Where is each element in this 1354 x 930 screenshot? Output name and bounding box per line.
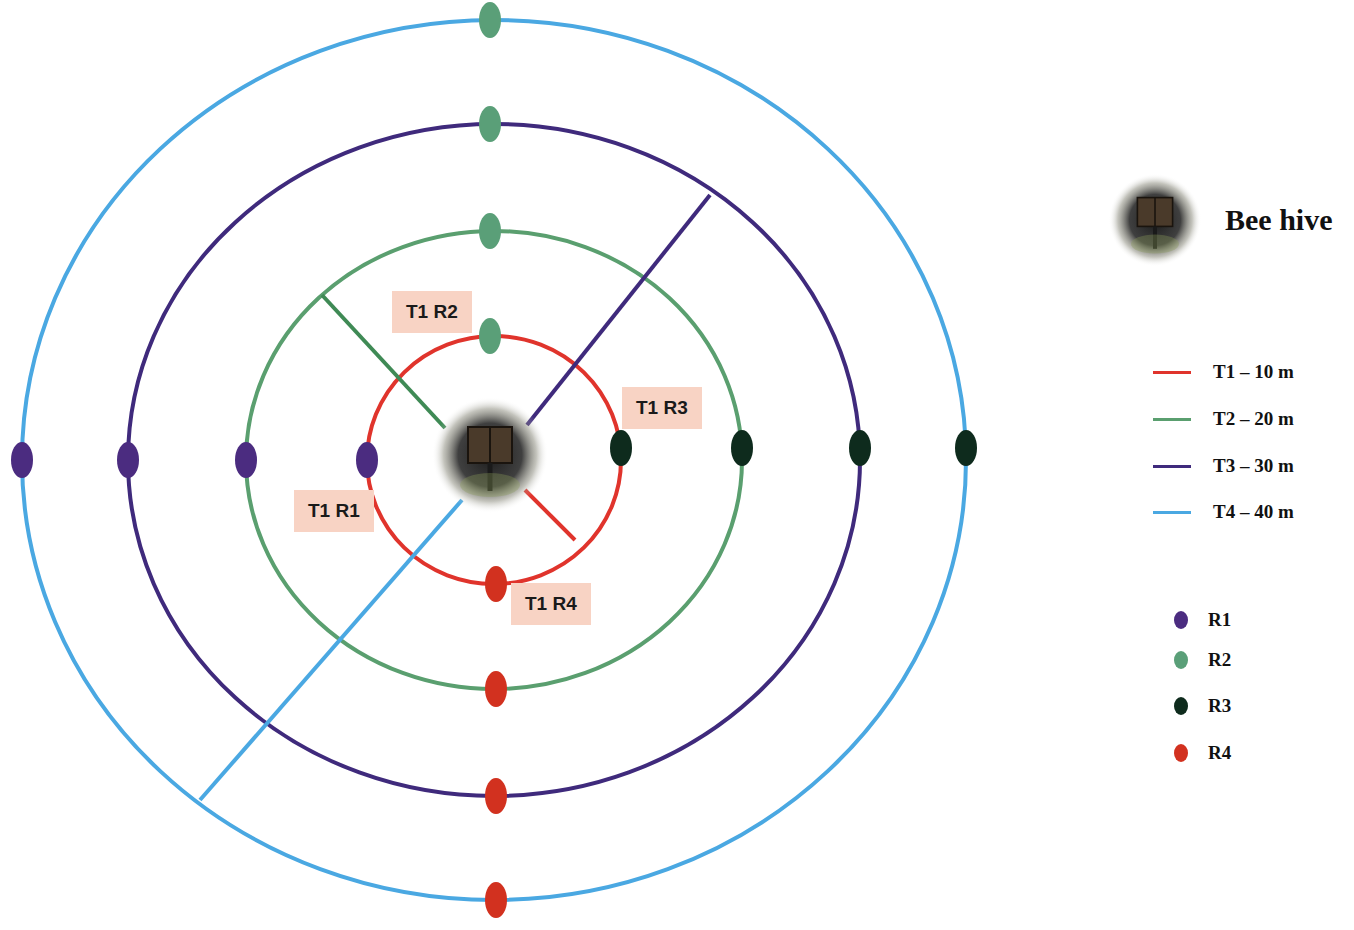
sampling-point xyxy=(479,318,501,354)
sampling-point xyxy=(479,2,501,38)
legend-dot-swatch xyxy=(1174,611,1188,629)
sampling-point xyxy=(485,778,507,814)
legend-label: T2 – 20 m xyxy=(1213,408,1294,430)
transect-line xyxy=(200,500,462,800)
label-box: T1 R1 xyxy=(294,490,374,532)
hive-box xyxy=(1137,198,1172,227)
sampling-point xyxy=(11,442,33,478)
hive-shadow xyxy=(432,397,548,513)
ring-replicate-label: T1 R3 xyxy=(636,397,688,419)
sampling-point xyxy=(485,882,507,918)
sampling-point xyxy=(485,566,507,602)
hive-box xyxy=(468,427,512,463)
sampling-point xyxy=(117,442,139,478)
legend-label: R3 xyxy=(1208,695,1231,717)
ring-10m xyxy=(367,336,621,584)
legend-label: Bee hive xyxy=(1225,203,1332,237)
ring-replicate-label: T1 R4 xyxy=(525,593,577,615)
sampling-point xyxy=(849,430,871,466)
ring-replicate-label: T1 R1 xyxy=(308,500,360,522)
hive-shadow xyxy=(1109,174,1202,267)
legend-dot-swatch xyxy=(1174,697,1188,715)
sampling-point xyxy=(610,430,632,466)
ring-40m xyxy=(22,20,966,900)
sampling-point xyxy=(235,442,257,478)
legend-label: T3 – 30 m xyxy=(1213,455,1294,477)
sampling-point xyxy=(731,430,753,466)
legend-dot-swatch xyxy=(1174,744,1188,762)
label-box: T1 R2 xyxy=(392,291,472,333)
hive-box-seam xyxy=(489,427,491,463)
legend-dot-swatch xyxy=(1174,651,1188,669)
ring-replicate-label: T1 R2 xyxy=(406,301,458,323)
label-box: T1 R3 xyxy=(622,387,702,429)
hive-ground xyxy=(460,473,520,497)
legend-label: R2 xyxy=(1208,649,1231,671)
legend-label: R4 xyxy=(1208,742,1231,764)
sampling-point xyxy=(479,106,501,142)
label-box: T1 R4 xyxy=(511,583,591,625)
legend-label: R1 xyxy=(1208,609,1231,631)
ring-30m xyxy=(128,124,860,796)
legend-line-sample xyxy=(1153,371,1191,374)
legend-hive-icon xyxy=(1109,174,1202,267)
sampling-point xyxy=(485,671,507,707)
hive-ground xyxy=(1131,234,1179,253)
hive-box-seam xyxy=(1154,198,1156,227)
legend-line-sample xyxy=(1153,465,1191,468)
sampling-point xyxy=(479,213,501,249)
legend-line-sample xyxy=(1153,511,1191,514)
sampling-point xyxy=(356,442,378,478)
transect-line xyxy=(525,490,575,540)
central-bee-hive xyxy=(432,397,548,513)
legend-label: T1 – 10 m xyxy=(1213,361,1294,383)
legend-label: T4 – 40 m xyxy=(1213,501,1294,523)
legend-line-sample xyxy=(1153,418,1191,421)
ring-20m xyxy=(246,231,742,689)
sampling-point xyxy=(955,430,977,466)
